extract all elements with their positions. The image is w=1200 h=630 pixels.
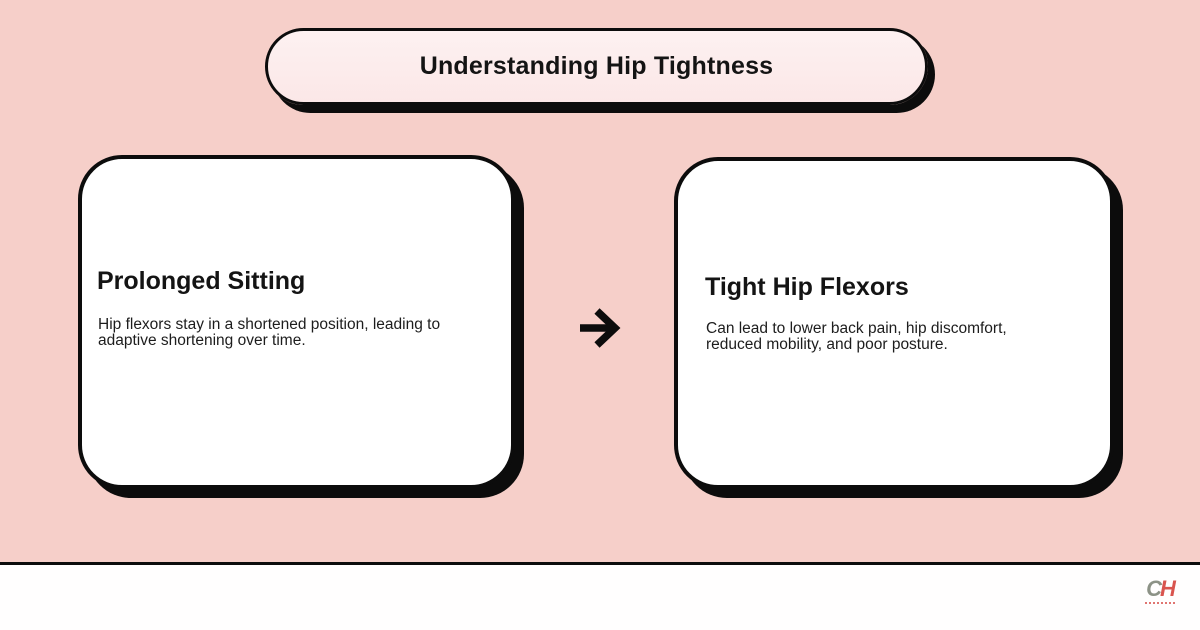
page-title: Understanding Hip Tightness: [419, 52, 774, 80]
card-tight-hip-flexors: Tight Hip Flexors Can lead to lower back…: [674, 157, 1114, 489]
brand-logo: CH: [1138, 578, 1182, 604]
card-prolonged-sitting: Prolonged Sitting Hip flexors stay in a …: [78, 155, 515, 489]
card-description: Can lead to lower back pain, hip discomf…: [706, 320, 1007, 354]
right-arrow-icon: [577, 303, 623, 351]
footer-divider: [0, 562, 1200, 565]
card-description: Hip flexors stay in a shortened position…: [98, 316, 441, 350]
logo-letter-c: C: [1146, 576, 1162, 601]
brand-logo-wordmark: [1145, 602, 1175, 604]
card-title: Prolonged Sitting: [97, 267, 306, 295]
card-title: Tight Hip Flexors: [705, 273, 909, 301]
logo-letter-h: H: [1160, 576, 1176, 601]
title-banner: Understanding Hip Tightness: [265, 28, 928, 105]
brand-logo-letters: CH: [1138, 578, 1182, 600]
footer-bar: CH: [0, 565, 1200, 630]
